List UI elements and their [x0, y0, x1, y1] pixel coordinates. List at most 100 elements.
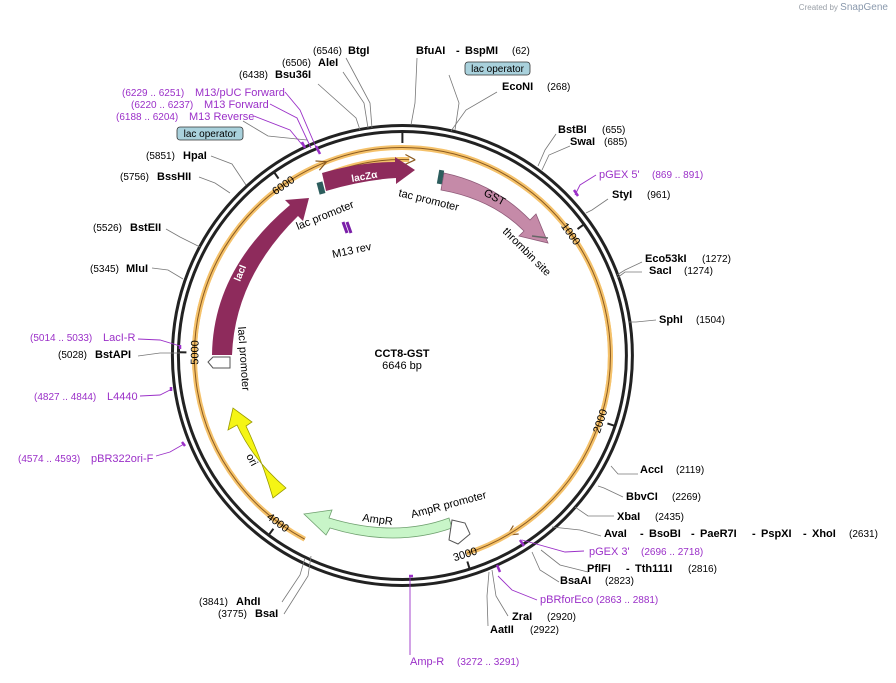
m13-forward-range: (6220 .. 6237): [131, 100, 193, 111]
tth111i-position: (2816): [688, 564, 717, 575]
lac-operator-box-left[interactable]: lac operator: [177, 127, 243, 140]
hpai-label[interactable]: HpaI: [183, 150, 207, 162]
btgi-label[interactable]: BtgI: [348, 45, 369, 57]
alei-position: (6506): [282, 58, 311, 69]
hpai-position: (5851): [146, 151, 175, 162]
tick-label-2000: 2000: [591, 408, 610, 435]
bsaai-label[interactable]: BsaAI: [560, 575, 591, 587]
pgex3-range: (2696 .. 2718): [641, 547, 703, 558]
aatii-label[interactable]: AatII: [490, 624, 514, 636]
lac-operator-label-top: lac operator: [471, 64, 524, 75]
pbrforeco-label[interactable]: pBRforEco: [540, 594, 593, 606]
tick-mark-4000: [269, 529, 274, 535]
credit-prefix: Created by: [799, 3, 838, 12]
econi-label[interactable]: EcoNI: [502, 81, 533, 93]
alei-label[interactable]: AleI: [318, 57, 338, 69]
bsai-label[interactable]: BsaI: [255, 608, 278, 620]
bbvci-position: (2269): [672, 492, 701, 503]
acci-position: (2119): [676, 465, 704, 476]
tick-label-3000: 3000: [452, 545, 479, 564]
lac-operator-marker-1: [317, 181, 326, 194]
orf-arc-gst: [446, 152, 611, 532]
snapgene-credit: Created by SnapGene: [799, 2, 888, 13]
zrai-position: (2920): [547, 612, 576, 623]
styi-label[interactable]: StyI: [612, 189, 632, 201]
m13-reverse-label[interactable]: M13 Reverse: [189, 111, 254, 123]
laci-promoter-arrow: [208, 357, 230, 368]
eco53ki-position: (1272): [702, 254, 731, 265]
bbvci-label[interactable]: BbvCI: [626, 491, 658, 503]
pgex5-label[interactable]: pGEX 5': [599, 169, 640, 181]
lac-operator-box-top[interactable]: lac operator: [465, 62, 530, 75]
credit-brand: SnapGene: [840, 2, 888, 13]
bstbi-position: (655): [602, 125, 625, 136]
m13-rev-marker: [343, 222, 351, 233]
zrai-label[interactable]: ZraI: [512, 611, 532, 623]
saci-label[interactable]: SacI: [649, 265, 672, 277]
pgex3-label[interactable]: pGEX 3': [589, 546, 630, 558]
dash-xhoi: -: [803, 528, 807, 540]
l4440-label[interactable]: L4440: [107, 391, 138, 403]
bsu36i-position: (6438): [239, 70, 268, 81]
plasmid-name: CCT8-GST: [375, 348, 430, 360]
saci-position: (1274): [684, 266, 713, 277]
sphi-position: (1504): [696, 315, 725, 326]
bspmi-label[interactable]: BspMI: [465, 45, 498, 57]
sphi-label[interactable]: SphI: [659, 314, 683, 326]
tick-mark-3000: [467, 562, 469, 570]
bsu36i-label[interactable]: Bsu36I: [275, 69, 311, 81]
eco53ki-label[interactable]: Eco53kI: [645, 253, 687, 265]
pspxi-label[interactable]: PspXI: [761, 528, 792, 540]
ampr-promoter-label: AmpR promoter: [410, 489, 488, 521]
pflfi-label[interactable]: PflFI: [587, 563, 611, 575]
dash-pspxi: -: [752, 528, 756, 540]
acci-label[interactable]: AccI: [640, 464, 663, 476]
amp-r-label[interactable]: Amp-R: [410, 656, 444, 668]
bsobi-label[interactable]: BsoBI: [649, 528, 681, 540]
plasmid-size: 6646 bp: [382, 360, 422, 372]
tick-mark-6000: [274, 172, 279, 179]
paer7i-label[interactable]: PaeR7I: [700, 528, 737, 540]
swai-position: (685): [604, 137, 627, 148]
laci-promoter-label: lacI promoter: [235, 326, 251, 391]
m13-rev-label: M13 rev: [331, 241, 373, 261]
bsshii-label[interactable]: BssHII: [157, 171, 191, 183]
xbai-label[interactable]: XbaI: [617, 511, 640, 523]
ahdi-label[interactable]: AhdI: [236, 596, 260, 608]
laci-r-label[interactable]: LacI-R: [103, 332, 135, 344]
econi-position: (268): [547, 82, 570, 93]
swai-label[interactable]: SwaI: [570, 136, 595, 148]
xbai-position: (2435): [655, 512, 684, 523]
bsaai-position: (2823): [605, 576, 634, 587]
dash-bfuai: -: [456, 45, 460, 57]
bstapi-position: (5028): [58, 350, 87, 361]
xhoi-label[interactable]: XhoI: [812, 528, 836, 540]
bsteii-label[interactable]: BstEII: [130, 222, 161, 234]
aatii-position: (2922): [530, 625, 559, 636]
bstbi-label[interactable]: BstBI: [558, 124, 587, 136]
tick-mark-1000: [578, 224, 584, 229]
avai-label[interactable]: AvaI: [604, 528, 627, 540]
bstapi-label[interactable]: BstAPI: [95, 349, 131, 361]
mlui-label[interactable]: MluI: [126, 263, 148, 275]
tick-label-4000: 4000: [264, 511, 291, 535]
pbrforeco-range: (2863 .. 2881): [596, 595, 658, 606]
tick-mark-2000: [607, 423, 615, 426]
m13-puc-forward-range: (6229 .. 6251): [122, 88, 184, 99]
pgex5-range: (869 .. 891): [652, 170, 703, 181]
pbr322ori-f-label[interactable]: pBR322ori-F: [91, 453, 154, 465]
l4440-range: (4827 .. 4844): [34, 392, 96, 403]
lac-operator-label-left: lac operator: [184, 129, 237, 140]
tick-label-5000: 5000: [189, 340, 201, 365]
bfuai-label[interactable]: BfuAI: [416, 45, 445, 57]
amp-r-range: (3272 .. 3291): [457, 657, 519, 668]
m13-puc-forward-label[interactable]: M13/pUC Forward: [195, 87, 285, 99]
ampr-label: AmpR: [362, 512, 394, 528]
tth111i-label[interactable]: Tth111I: [635, 563, 672, 575]
pbr322ori-f-range: (4574 .. 4593): [18, 454, 80, 465]
ahdi-position: (3841): [199, 597, 228, 608]
m13-forward-label[interactable]: M13 Forward: [204, 99, 269, 111]
orf-arc-gst-core: [446, 152, 611, 532]
